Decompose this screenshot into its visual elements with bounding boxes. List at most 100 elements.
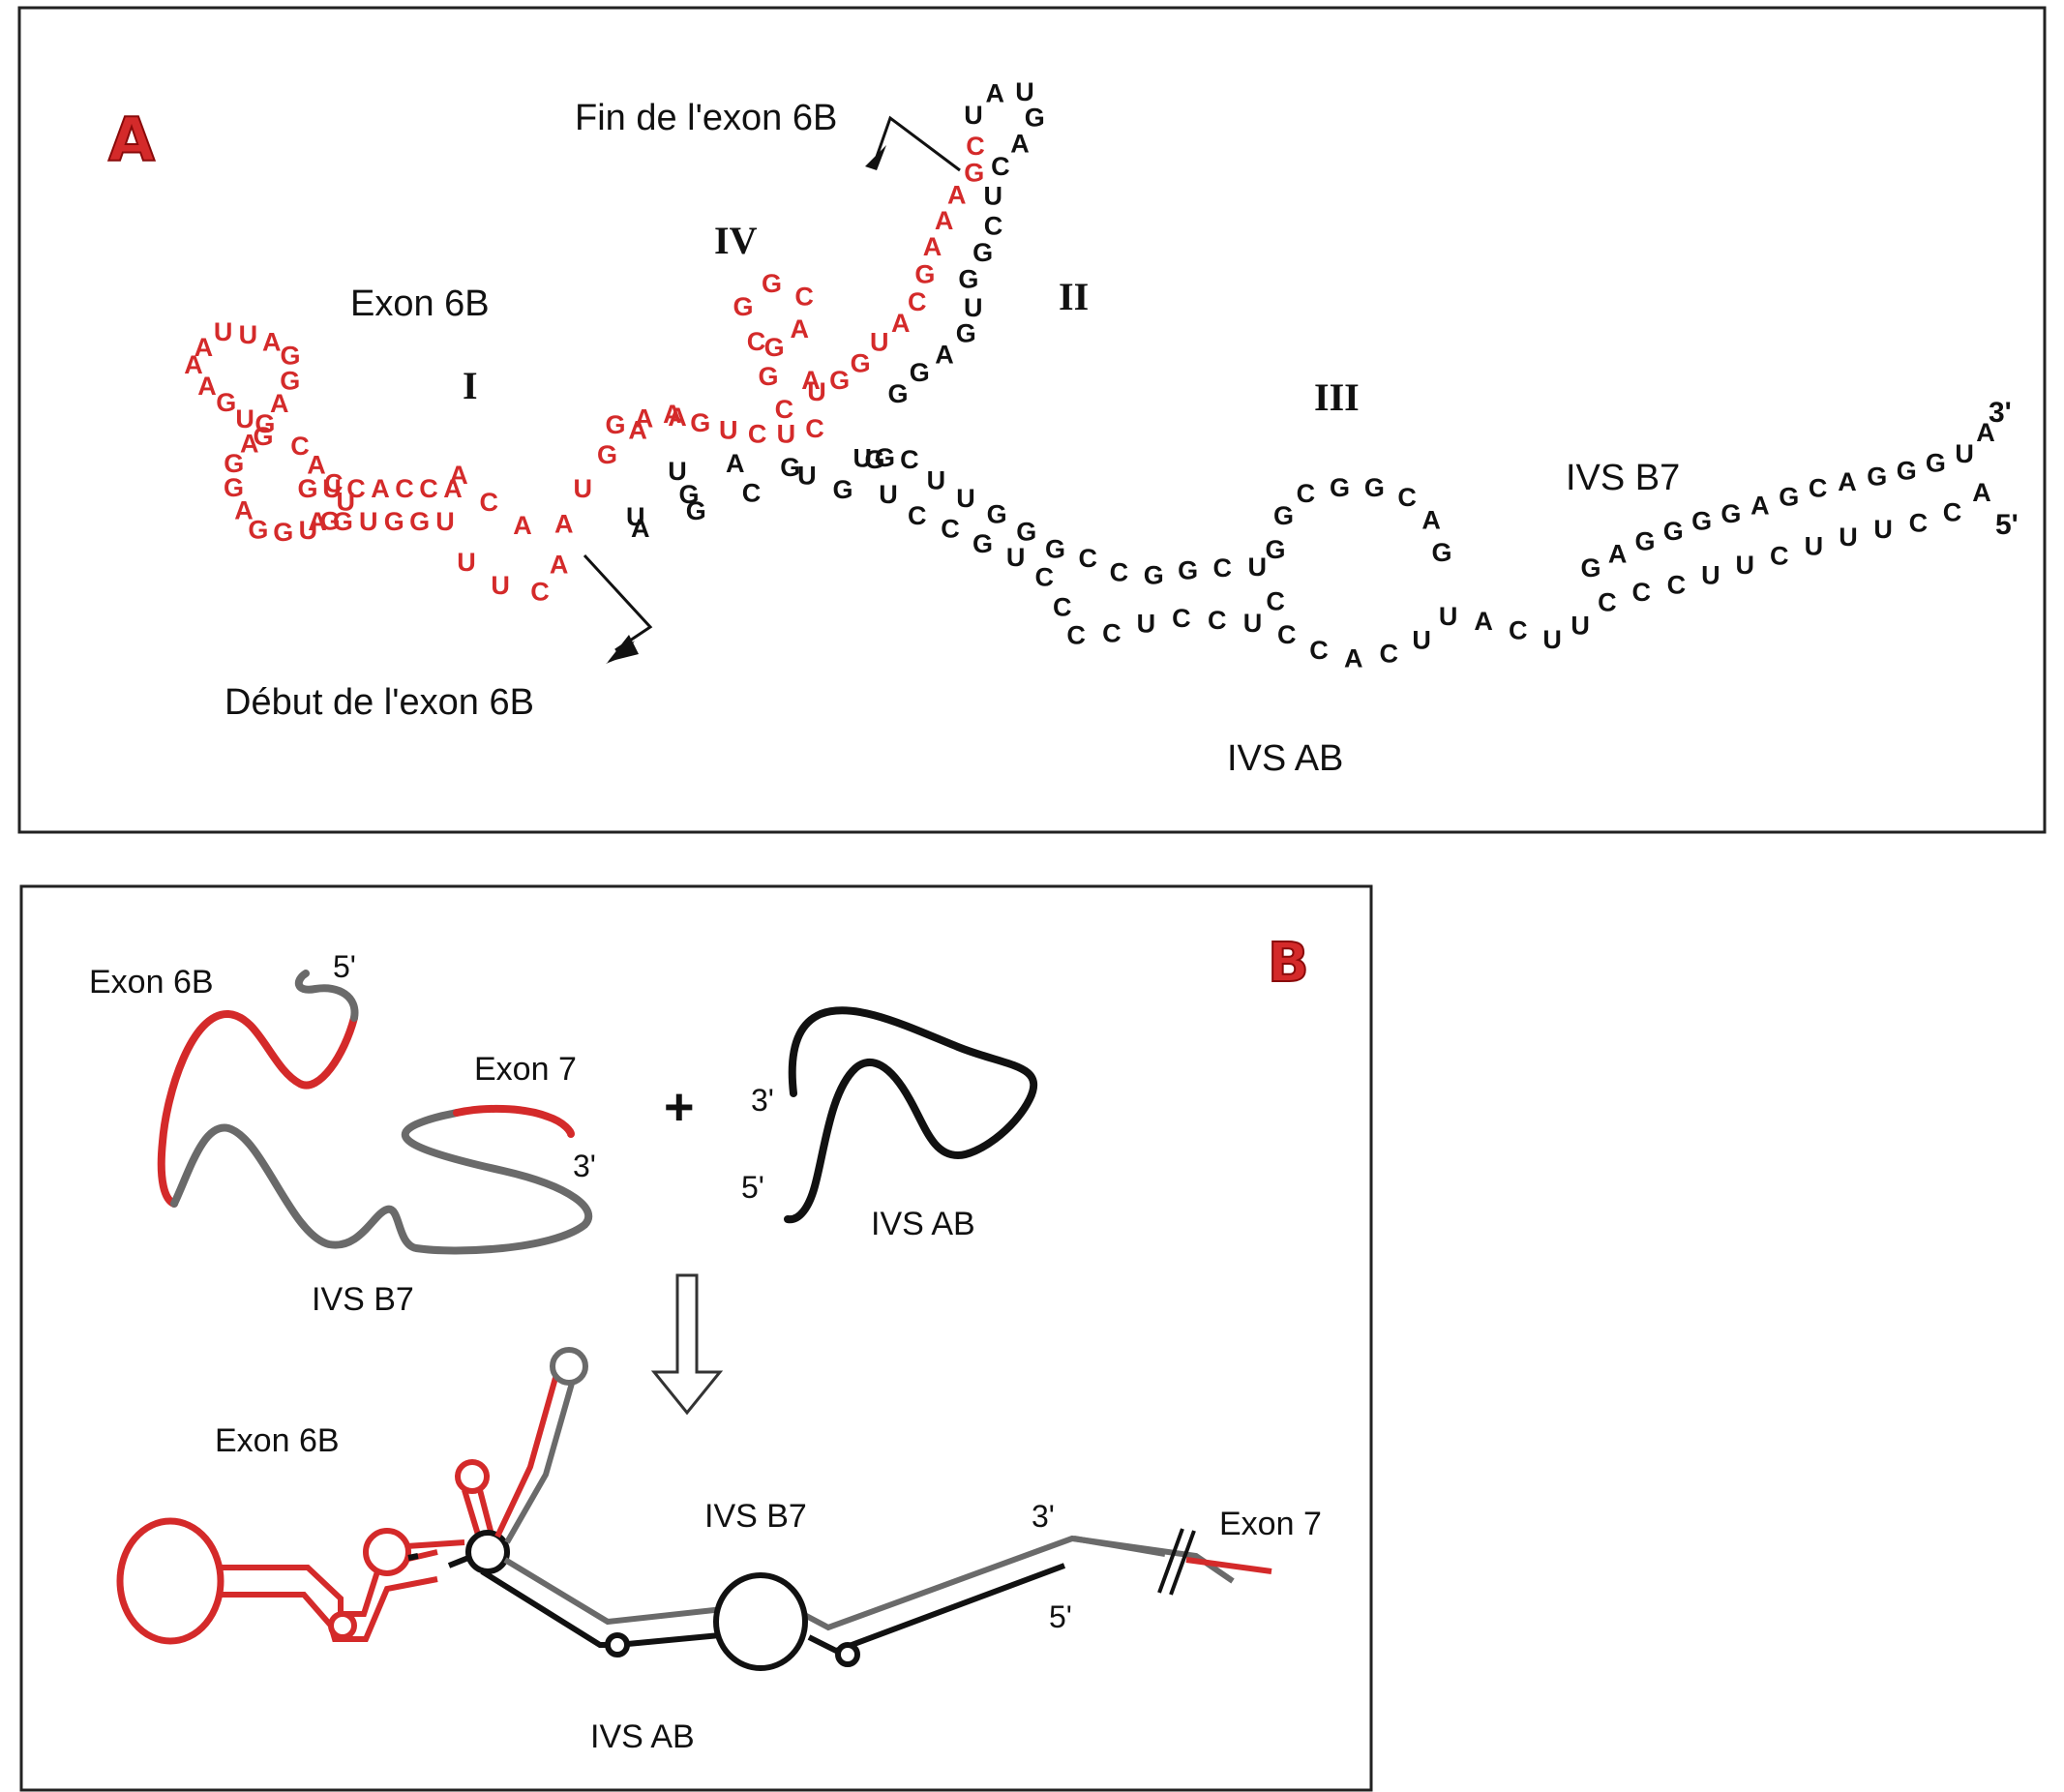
nucleotide-loop1: G bbox=[253, 422, 273, 451]
nucleotide-linker: U bbox=[797, 462, 817, 491]
nucleotide-ivs-b7-strand: G bbox=[1720, 499, 1741, 528]
nucleotide-ivs-ab-strand: G bbox=[972, 529, 993, 558]
nucleotide-stem2: U bbox=[457, 548, 476, 577]
nucleotide-domain2-black: C bbox=[991, 152, 1010, 181]
nucleotide-domain4: G bbox=[762, 269, 782, 298]
nucleotide-domain4: A bbox=[791, 314, 810, 343]
nucleotide-stem1-bottom: G bbox=[409, 507, 430, 536]
nucleotide-ivs-b7-top: C bbox=[1397, 483, 1417, 512]
nucleotide-ivs-ab-strand: U bbox=[1137, 610, 1156, 639]
nucleotide-ivs-ab-strand: U bbox=[1243, 609, 1263, 638]
exon6b-link bbox=[405, 1539, 465, 1549]
nucleotide-stem1-bottom: G bbox=[333, 507, 353, 536]
nucleotide-linker: U bbox=[668, 457, 687, 486]
ivs-b7-strand-top bbox=[170, 1109, 593, 1255]
nucleotide-ivs-ab-strand: C bbox=[1053, 592, 1072, 621]
label-exon6b-bottom: Exon 6B bbox=[215, 1422, 340, 1459]
nucleotide-stem2: C bbox=[530, 577, 550, 606]
nucleotide-ivs-ab-strand: U bbox=[1839, 523, 1858, 552]
nucleotide-ivs-ab-strand: C bbox=[1277, 620, 1297, 649]
nucleotide-linker: G bbox=[686, 496, 706, 525]
nucleotide-stem1-top: C bbox=[395, 474, 414, 503]
nucleotide-domain2-red: A bbox=[801, 366, 821, 395]
ivs-ab-bulge-right bbox=[835, 1642, 860, 1667]
label-three-prime: 3' bbox=[1989, 397, 2012, 429]
nucleotide-domain2-red: C bbox=[966, 132, 985, 161]
domain-ii-red bbox=[494, 1377, 558, 1538]
nucleotide-stem1-top: G bbox=[297, 474, 317, 503]
nucleotide-ivs-b7-strand: G bbox=[1691, 506, 1712, 535]
nucleotide-loop1: G bbox=[280, 342, 300, 371]
nucleotide-domain2-red: G bbox=[914, 260, 935, 289]
nucleotide-ivs-b7-strand: C bbox=[1809, 473, 1828, 502]
nucleotide-ivs-b7-top: G bbox=[1364, 473, 1385, 502]
hairpin-iv bbox=[462, 1489, 494, 1536]
nucleotide-ivs-ab-strand: C bbox=[1509, 616, 1528, 645]
exon6b-small-loop-left bbox=[328, 1611, 357, 1640]
exon7-strand-bottom bbox=[1185, 1557, 1272, 1574]
nucleotide-ivs-b7-top: G bbox=[1178, 556, 1198, 585]
nucleotide-domain2-red: A bbox=[935, 206, 954, 235]
label-ivs-ab-top: IVS AB bbox=[871, 1206, 975, 1242]
domain-iii-internal-loop bbox=[713, 1572, 808, 1671]
ivs-b7-duplex-strand bbox=[503, 1535, 1235, 1631]
nucleotide-domain2-black: U bbox=[964, 293, 983, 322]
nucleotide-ivs-b7-top: C bbox=[900, 445, 919, 474]
ivs-ab-strand-top bbox=[784, 1006, 1038, 1224]
label-5prime-bottom: 5' bbox=[1049, 1599, 1072, 1634]
nucleotide-stem1-bottom: A bbox=[308, 507, 327, 536]
nucleotide-domain2-black: G bbox=[887, 379, 908, 408]
nucleotide-domain2-red: G bbox=[851, 349, 871, 378]
label-3prime-bottom: 3' bbox=[1032, 1499, 1055, 1534]
label-five-prime: 5' bbox=[1995, 509, 2019, 541]
nucleotide-loop1: G bbox=[320, 507, 341, 536]
nucleotide-domain2-red: G bbox=[829, 366, 850, 395]
debut-exon6b-arrow bbox=[583, 553, 653, 664]
nucleotide-stem1-top: C bbox=[419, 474, 438, 503]
nucleotide-loop1: G bbox=[216, 388, 236, 417]
nucleotide-ivs-b7-strand: A bbox=[1750, 492, 1770, 521]
nucleotide-hairpin-top: C bbox=[805, 414, 824, 443]
nucleotide-hairpin-top: G bbox=[605, 410, 625, 439]
nucleotide-ivs-ab-strand: C bbox=[1172, 604, 1191, 633]
nucleotide-domain2-black: C bbox=[984, 211, 1003, 240]
exon6b-5prime-tail bbox=[294, 970, 359, 1022]
label-ivs-b7-bottom: IVS B7 bbox=[704, 1498, 807, 1535]
nucleotide-stem2: A bbox=[668, 403, 687, 432]
nucleotide-ivs-b7-top: U bbox=[956, 484, 975, 513]
nucleotide-ivs-b7-top: G bbox=[1431, 538, 1451, 567]
label-ivs-b7: IVS B7 bbox=[1566, 458, 1680, 498]
nucleotide-linker: U bbox=[853, 443, 873, 472]
nucleotide-ivs-ab-strand: A bbox=[1474, 607, 1493, 636]
exon6b-strand-top bbox=[157, 1009, 358, 1208]
nucleotide-ivs-ab-strand: A bbox=[1972, 478, 1991, 507]
down-arrow bbox=[650, 1273, 724, 1416]
nucleotide-ivs-ab-strand: C bbox=[1632, 578, 1652, 607]
nucleotide-stem1-top: A bbox=[371, 474, 390, 503]
nucleotide-domain2-black: A bbox=[935, 341, 954, 370]
paired-structure bbox=[116, 1347, 1272, 1671]
domain-label-i: I bbox=[463, 364, 478, 407]
nucleotide-ivs-b7-strand: G bbox=[1897, 457, 1917, 486]
nucleotide-loop1: G bbox=[254, 409, 275, 438]
nucleotide-domain2-red: A bbox=[947, 181, 967, 210]
label-ivs-b7-top: IVS B7 bbox=[312, 1281, 414, 1318]
nucleotide-hairpin-top: U bbox=[719, 415, 738, 444]
nucleotide-loop1: A bbox=[234, 495, 254, 524]
nucleotide-ivs-ab-strand: C bbox=[1066, 621, 1086, 650]
nucleotide-stem1-bottom: U bbox=[359, 507, 378, 536]
plus-sign: + bbox=[664, 1078, 695, 1136]
nucleotide-ivs-ab-strand: C bbox=[1667, 571, 1687, 600]
nucleotide-stem1-top: C bbox=[346, 474, 366, 503]
nucleotide-domain4: C bbox=[794, 283, 814, 312]
nucleotide-linker: A bbox=[726, 449, 745, 478]
nucleotide-domain2-red: A bbox=[923, 232, 942, 261]
nucleotide-domain2-black: G bbox=[1025, 104, 1045, 133]
nucleotide-ivs-ab-strand: C bbox=[1943, 497, 1962, 526]
exon6b-stem-lower bbox=[219, 1576, 438, 1642]
label-exon7-top: Exon 7 bbox=[474, 1051, 577, 1088]
nucleotide-ivs-ab-strand: C bbox=[941, 515, 960, 544]
label-exon6b: Exon 6B bbox=[350, 284, 490, 324]
